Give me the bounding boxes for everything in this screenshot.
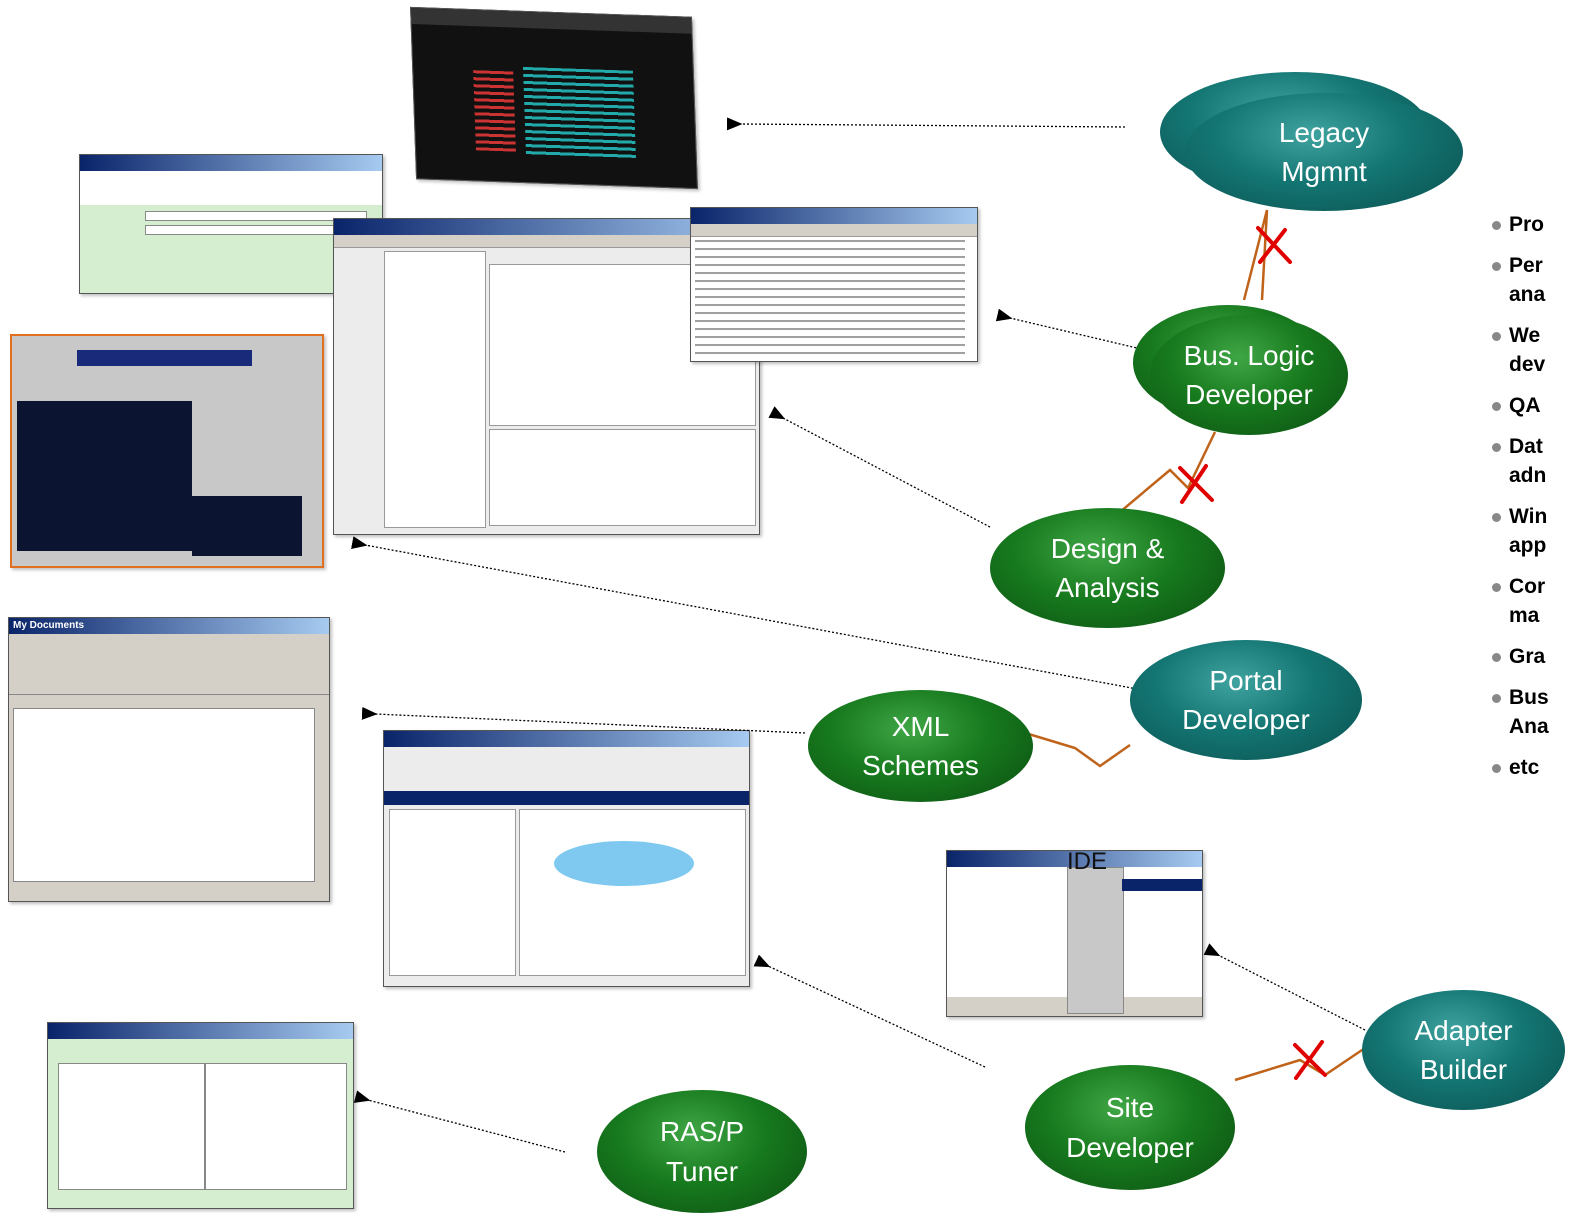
x-mark-2: [1178, 464, 1214, 504]
bullet-item: Gra: [1490, 642, 1569, 671]
connector-legacy-bus: [1242, 209, 1269, 301]
browser-screenshot: [10, 334, 324, 568]
service-interface-screenshot: [79, 154, 383, 294]
x-mark-3: [1293, 1040, 1327, 1080]
arrow-adapter: [1203, 943, 1366, 1031]
arrow-site: [753, 954, 986, 1068]
bullet-item: Win app: [1490, 502, 1569, 560]
bullet-item: Cor ma: [1490, 572, 1569, 630]
workbench-screenshot: [333, 218, 760, 535]
adapter-builder-role: Adapter Builder: [1362, 990, 1565, 1110]
bullet-item: Pro: [1490, 210, 1569, 239]
connector-site-adapter: [1234, 1046, 1366, 1082]
bullet-item: QA: [1490, 391, 1569, 420]
portal-developer-role: Portal Developer: [1130, 640, 1362, 760]
bullet-item: We dev: [1490, 321, 1569, 379]
my-documents-window: My Documents: [8, 617, 330, 902]
bus-logic-developer-role: Bus. Logic Developer: [1150, 315, 1348, 435]
site-developer-role: Site Developer: [1025, 1065, 1235, 1190]
x-mark-1: [1256, 226, 1292, 264]
ras-p-tuner-role: RAS/P Tuner: [597, 1090, 807, 1213]
role-bullet-list: Pro Per ana We dev QA Dat adn Win app Co…: [1490, 210, 1569, 794]
new-wizard-screenshot: [47, 1022, 354, 1209]
window-title: My Documents: [9, 618, 329, 634]
bullet-item: Per ana: [1490, 251, 1569, 309]
notepad-screenshot: [690, 207, 978, 362]
arrow-ras: [353, 1090, 566, 1153]
connector-bus-design: [1119, 431, 1217, 513]
arrow-xml: [361, 706, 806, 734]
connector-xml-portal: [1021, 730, 1131, 768]
arrow-legacy: [726, 117, 1126, 131]
legacy-mgmnt-role: Legacy Mgmnt: [1185, 93, 1463, 211]
design-analysis-role: Design & Analysis: [990, 508, 1225, 628]
ide-label: IDE: [1067, 848, 1108, 875]
arrow-design: [768, 406, 991, 528]
homepage-builder-screenshot: [383, 730, 750, 987]
ide-screenshot: [946, 850, 1203, 1017]
bullet-item: Dat adn: [1490, 432, 1569, 490]
xml-schemes-role: XML Schemes: [808, 690, 1033, 802]
bullet-item: Bus Ana: [1490, 683, 1569, 741]
bullet-item: etc: [1490, 753, 1569, 782]
